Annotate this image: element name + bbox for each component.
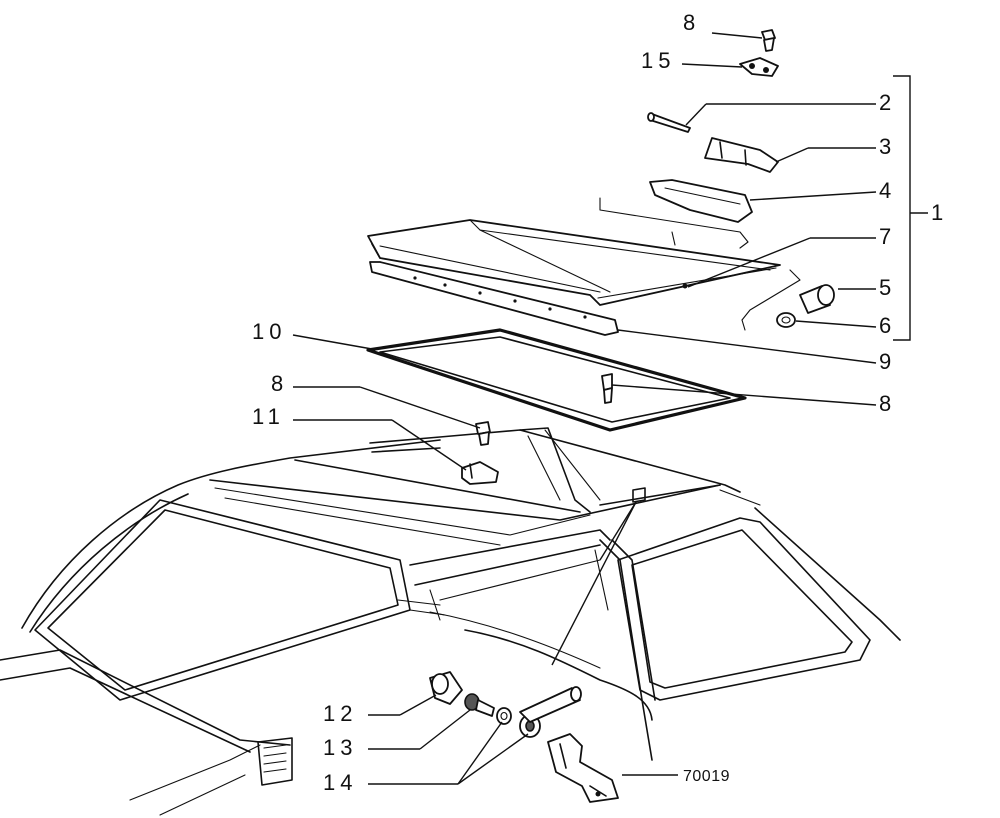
hinge-assembly-tick <box>671 231 676 246</box>
callout-8-right: 8 <box>879 391 896 416</box>
ring-6 <box>776 312 796 328</box>
callout-7: 7 <box>879 224 896 249</box>
drawing-code: 70019 <box>683 768 730 785</box>
assembly-bracket <box>893 75 911 341</box>
frame-seal <box>366 328 747 432</box>
callout-6: 6 <box>879 313 896 338</box>
callout-9: 9 <box>879 349 896 374</box>
callout-8-left: 8 <box>271 371 288 396</box>
leader-lines <box>292 32 877 785</box>
callout-14: 14 <box>323 770 357 795</box>
callout-3: 3 <box>879 134 896 159</box>
knob-5 <box>799 284 835 314</box>
bracket-11 <box>461 461 499 485</box>
bolt-13 <box>464 693 495 717</box>
hinge-bracket-3 <box>704 137 779 173</box>
callout-10: 10 <box>252 319 286 344</box>
callout-1: 1 <box>931 200 948 225</box>
callout-labels: 8 15 2 3 4 1 7 5 6 9 8 10 8 11 12 13 14 … <box>252 10 948 795</box>
handle-rod <box>519 686 582 723</box>
hinge-assembly-outline <box>599 197 749 249</box>
rear-seal-strip <box>369 261 619 336</box>
bolt-top <box>761 29 776 52</box>
pin-2 <box>647 112 691 133</box>
callout-8-top: 8 <box>683 10 700 35</box>
cover-4 <box>649 179 753 223</box>
knob-12 <box>429 671 463 705</box>
callout-15: 15 <box>641 48 675 73</box>
lower-bracket <box>547 733 619 803</box>
callout-13: 13 <box>323 735 357 760</box>
callout-2: 2 <box>879 90 896 115</box>
bolt-seal <box>601 373 613 404</box>
washer-14 <box>496 707 541 738</box>
callout-11: 11 <box>252 404 285 429</box>
car-body <box>0 427 901 816</box>
callout-4: 4 <box>879 178 896 203</box>
sunroof-panel <box>367 219 781 306</box>
callout-12: 12 <box>323 701 357 726</box>
callout-5: 5 <box>879 275 896 300</box>
bolt-left <box>475 421 491 446</box>
knob-outline-tick <box>741 319 746 331</box>
clip-15 <box>739 57 779 77</box>
knob-outline <box>741 269 801 321</box>
